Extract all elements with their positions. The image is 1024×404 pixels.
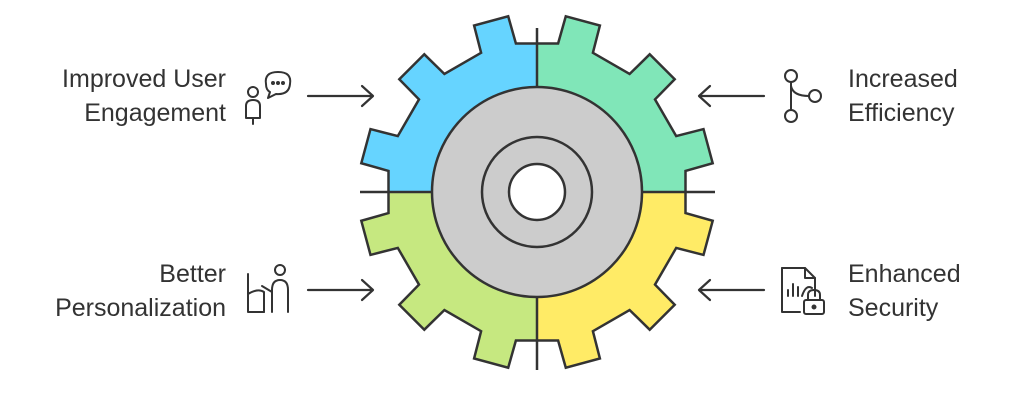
label-personalization-line-1: Better xyxy=(159,260,226,288)
arrow-engagement xyxy=(306,84,375,108)
secure-document-icon xyxy=(781,267,825,315)
branch-icon xyxy=(784,69,822,123)
label-security-line-1: Enhanced xyxy=(848,260,961,288)
gear-center-hole xyxy=(507,162,567,222)
label-personalization: Better Personalization xyxy=(55,257,226,325)
label-engagement-line-1: Improved User xyxy=(62,65,226,93)
arrow-personalization xyxy=(306,278,375,302)
label-efficiency-line-2: Efficiency xyxy=(848,99,955,127)
arrow-efficiency xyxy=(697,84,766,108)
label-personalization-line-2: Personalization xyxy=(55,294,226,322)
label-engagement-line-2: Engagement xyxy=(84,99,226,127)
label-engagement: Improved User Engagement xyxy=(62,62,226,130)
label-efficiency: Increased Efficiency xyxy=(848,62,958,130)
person-chair-icon xyxy=(247,264,289,313)
gear-outline xyxy=(359,14,715,370)
label-security-line-2: Security xyxy=(848,294,939,322)
label-security: Enhanced Security xyxy=(848,257,961,325)
arrow-security xyxy=(697,278,766,302)
user-chat-icon xyxy=(245,71,292,125)
label-efficiency-line-1: Increased xyxy=(848,65,958,93)
